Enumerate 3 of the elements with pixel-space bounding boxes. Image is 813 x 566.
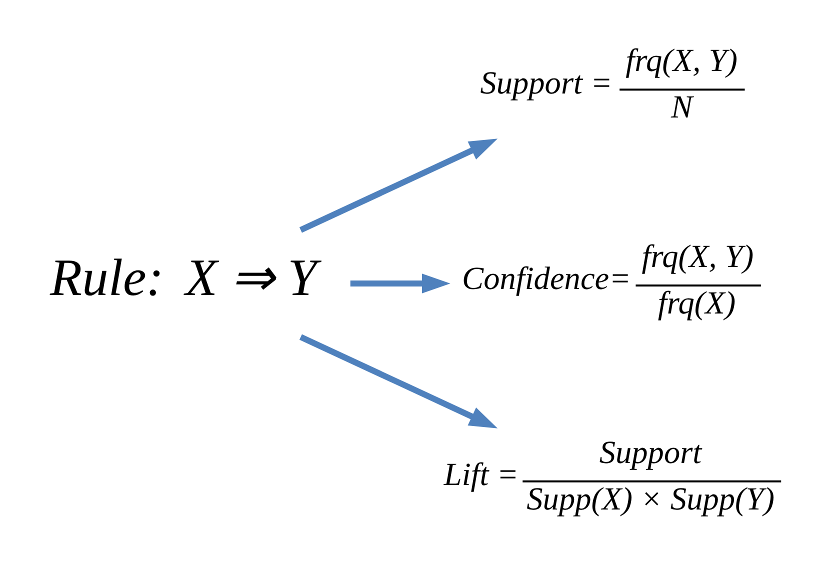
arrow <box>350 273 450 293</box>
arrow <box>299 334 498 428</box>
arrow <box>299 138 498 232</box>
